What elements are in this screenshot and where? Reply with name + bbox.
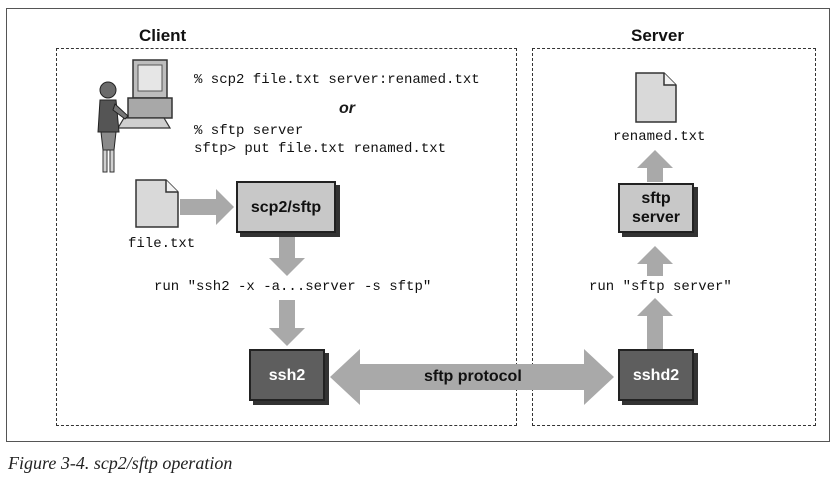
client-region: [56, 48, 517, 426]
run-to-sftp-server-arrow: [637, 246, 673, 276]
scp-down-arrow: [269, 237, 305, 276]
user-at-computer-icon: [97, 59, 173, 173]
sftp-server-box: sftp server: [618, 183, 694, 233]
scp2-sftp-box: scp2/sftp: [236, 181, 336, 233]
client-command-put: sftp> put file.txt renamed.txt: [194, 141, 447, 157]
ssh2-box: ssh2: [249, 349, 325, 401]
sftp-server-label-line1: sftp: [641, 190, 671, 207]
sshd2-box: sshd2: [618, 349, 694, 401]
sshd-up-arrow: [637, 298, 673, 349]
client-document-icon: [135, 179, 179, 228]
server-file-label: renamed.txt: [613, 129, 706, 145]
client-run-command: run "ssh2 -x -a...server -s sftp": [154, 279, 432, 295]
figure-caption: Figure 3-4. scp2/sftp operation: [8, 453, 233, 473]
client-title: Client: [139, 26, 187, 45]
server-run-command: run "sftp server": [589, 279, 732, 295]
server-region: [532, 48, 816, 426]
sftp-protocol-label: sftp protocol: [424, 368, 522, 385]
server-document-icon: [635, 72, 677, 123]
sftp-protocol-arrow: [330, 349, 614, 405]
sshd2-label: sshd2: [632, 366, 680, 384]
sftp-server-label-line2: server: [631, 209, 681, 226]
ssh2-label: ssh2: [268, 366, 306, 384]
server-title: Server: [631, 26, 684, 45]
sftp-server-to-file-arrow: [637, 150, 673, 182]
client-file-label: file.txt: [128, 236, 196, 252]
client-command-sftp: % sftp server: [194, 123, 304, 139]
client-command-scp2: % scp2 file.txt server:renamed.txt: [194, 72, 480, 88]
scp2-sftp-label: scp2/sftp: [250, 198, 322, 216]
file-to-scp-arrow: [180, 189, 234, 225]
run-to-ssh-arrow: [269, 300, 305, 346]
or-label: or: [339, 100, 355, 117]
